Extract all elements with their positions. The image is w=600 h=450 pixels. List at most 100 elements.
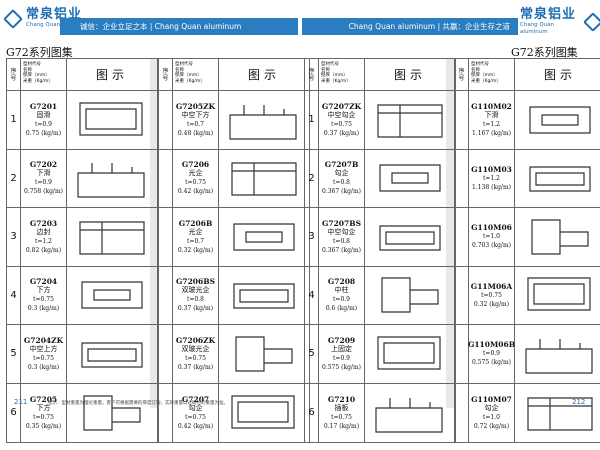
profile-name: 中柱: [334, 286, 349, 295]
header-info-line: 壁厚（mm）: [321, 73, 348, 78]
table-header: 序号型材代号名称壁厚（mm）米重（Kg/m）图示: [159, 59, 309, 91]
profile-weight: 0.575 (kg/m): [472, 359, 511, 367]
profile-model: G110M03: [471, 164, 512, 174]
profile-figure: [515, 91, 600, 149]
profile-thickness: t=0.8: [333, 237, 350, 245]
header-info-line: 名称: [175, 67, 184, 73]
profile-thickness: t=1.0: [483, 233, 500, 241]
row-seq: 3: [10, 231, 17, 243]
profile-weight: 1.167 (kg/m): [472, 129, 511, 137]
profile-model: G11M06A: [470, 281, 513, 291]
profile-name: 勾企: [484, 403, 499, 412]
profile-model: G7205: [29, 394, 58, 404]
row-seq: 4: [10, 289, 17, 301]
profile-figure: [365, 91, 455, 149]
header-seq-label: 号: [162, 74, 169, 82]
profile-name: 下方: [36, 403, 51, 412]
profile-name: 插板: [334, 403, 349, 412]
profile-section-drawing: [379, 164, 441, 192]
profile-weight: 0.37 (kg/m): [177, 305, 214, 313]
profile-figure: [219, 91, 309, 149]
profile-section-drawing: [231, 395, 295, 429]
profile-thickness: t=0.9: [35, 179, 52, 187]
row-seq: 2: [308, 172, 315, 184]
profile-figure: [515, 208, 600, 266]
row-seq-cell: [455, 383, 469, 442]
row-seq: 5: [10, 348, 17, 360]
header-info: 型材代号名称壁厚（mm）米重（Kg/m）: [469, 59, 515, 90]
profile-thickness: t=0.8: [187, 296, 204, 304]
profile-model: G7207ZK: [321, 101, 362, 111]
row-seq: 6: [308, 407, 315, 419]
profile-thickness: t=1.2: [483, 120, 500, 128]
profile-name: 中空勾企: [327, 227, 356, 236]
brand-name-en: Chang Quan aluminum: [520, 22, 555, 35]
header-info-line: 米重（Kg/m）: [471, 78, 501, 84]
profile-model: G7206: [181, 160, 210, 170]
row-seq-cell: 2: [7, 149, 21, 207]
profile-weight: 0.3 (kg/m): [27, 305, 60, 313]
header-figure: 图示: [247, 68, 280, 82]
row-seq-cell: 1: [305, 91, 319, 149]
row-seq-cell: [159, 91, 173, 149]
profile-model: G110M02: [471, 101, 512, 111]
profile-figure: [219, 150, 309, 208]
profile-name: 中空上方: [29, 344, 58, 353]
table-header: 序号型材代号名称壁厚（mm）米重（Kg/m）图示: [305, 59, 455, 91]
profile-weight: 0.37 (kg/m): [323, 129, 360, 137]
profile-model: G7206ZK: [175, 335, 216, 345]
row-seq-cell: [159, 208, 173, 266]
row-seq: 3: [308, 231, 315, 243]
row-seq-cell: 3: [305, 208, 319, 266]
row-seq-cell: 5: [305, 325, 319, 383]
header-info-line: 壁厚（mm）: [471, 73, 498, 78]
row-seq-cell: [159, 266, 173, 324]
header-info-line: 型材代号: [175, 62, 193, 67]
profile-figure: [515, 384, 600, 443]
header-info-line: 米重（Kg/m）: [23, 78, 53, 84]
header-seq: 序号: [159, 59, 173, 90]
profile-figure: [67, 208, 157, 266]
header-info-line: 型材代号: [321, 62, 339, 67]
profile-figure: [219, 208, 309, 266]
profile-figure: [67, 267, 157, 325]
profile-model: G110M06B: [467, 340, 516, 350]
profile-figure: [515, 267, 600, 325]
logo-mark-icon: [3, 8, 23, 29]
header-info-line: 米重（Kg/m）: [175, 78, 205, 84]
row-seq-cell: 4: [7, 266, 21, 324]
header-info-line: 壁厚（mm）: [23, 73, 50, 78]
profile-figure: [219, 325, 309, 383]
profile-weight: 0.3 (kg/m): [27, 363, 60, 371]
profile-thickness: t=0.9: [483, 350, 500, 358]
profile-thickness: t=0.75: [185, 413, 206, 421]
header-figure: 图示: [393, 68, 426, 82]
profile-figure: [219, 384, 309, 443]
profile-figure: [67, 150, 157, 208]
